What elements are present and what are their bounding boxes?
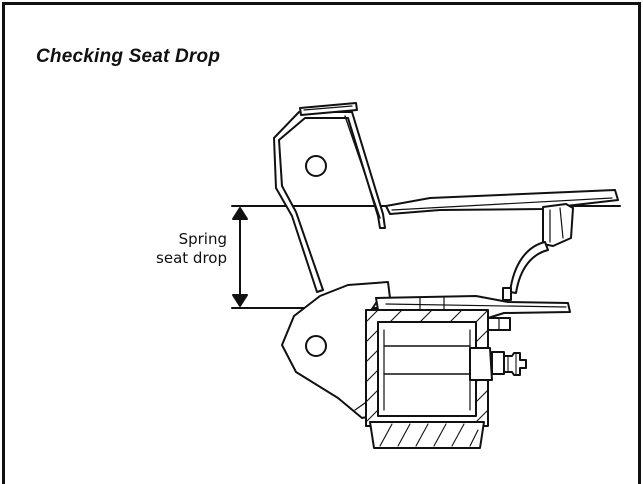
upper-seat-bracket bbox=[273, 102, 386, 293]
figure-title: Checking Seat Drop bbox=[36, 46, 221, 67]
spring-seat-drop-label: Spring seat drop bbox=[156, 230, 227, 268]
frame-cross-section bbox=[365, 309, 489, 427]
bottom-channel bbox=[369, 421, 485, 449]
label-line-1: Spring bbox=[178, 230, 227, 248]
label-line-2: seat drop bbox=[156, 249, 227, 267]
spring-arm bbox=[509, 241, 549, 294]
grease-fitting bbox=[469, 347, 527, 381]
drop-dimension-arrow bbox=[232, 207, 248, 307]
seat-pan bbox=[385, 189, 619, 247]
upper-nut bbox=[487, 287, 512, 331]
